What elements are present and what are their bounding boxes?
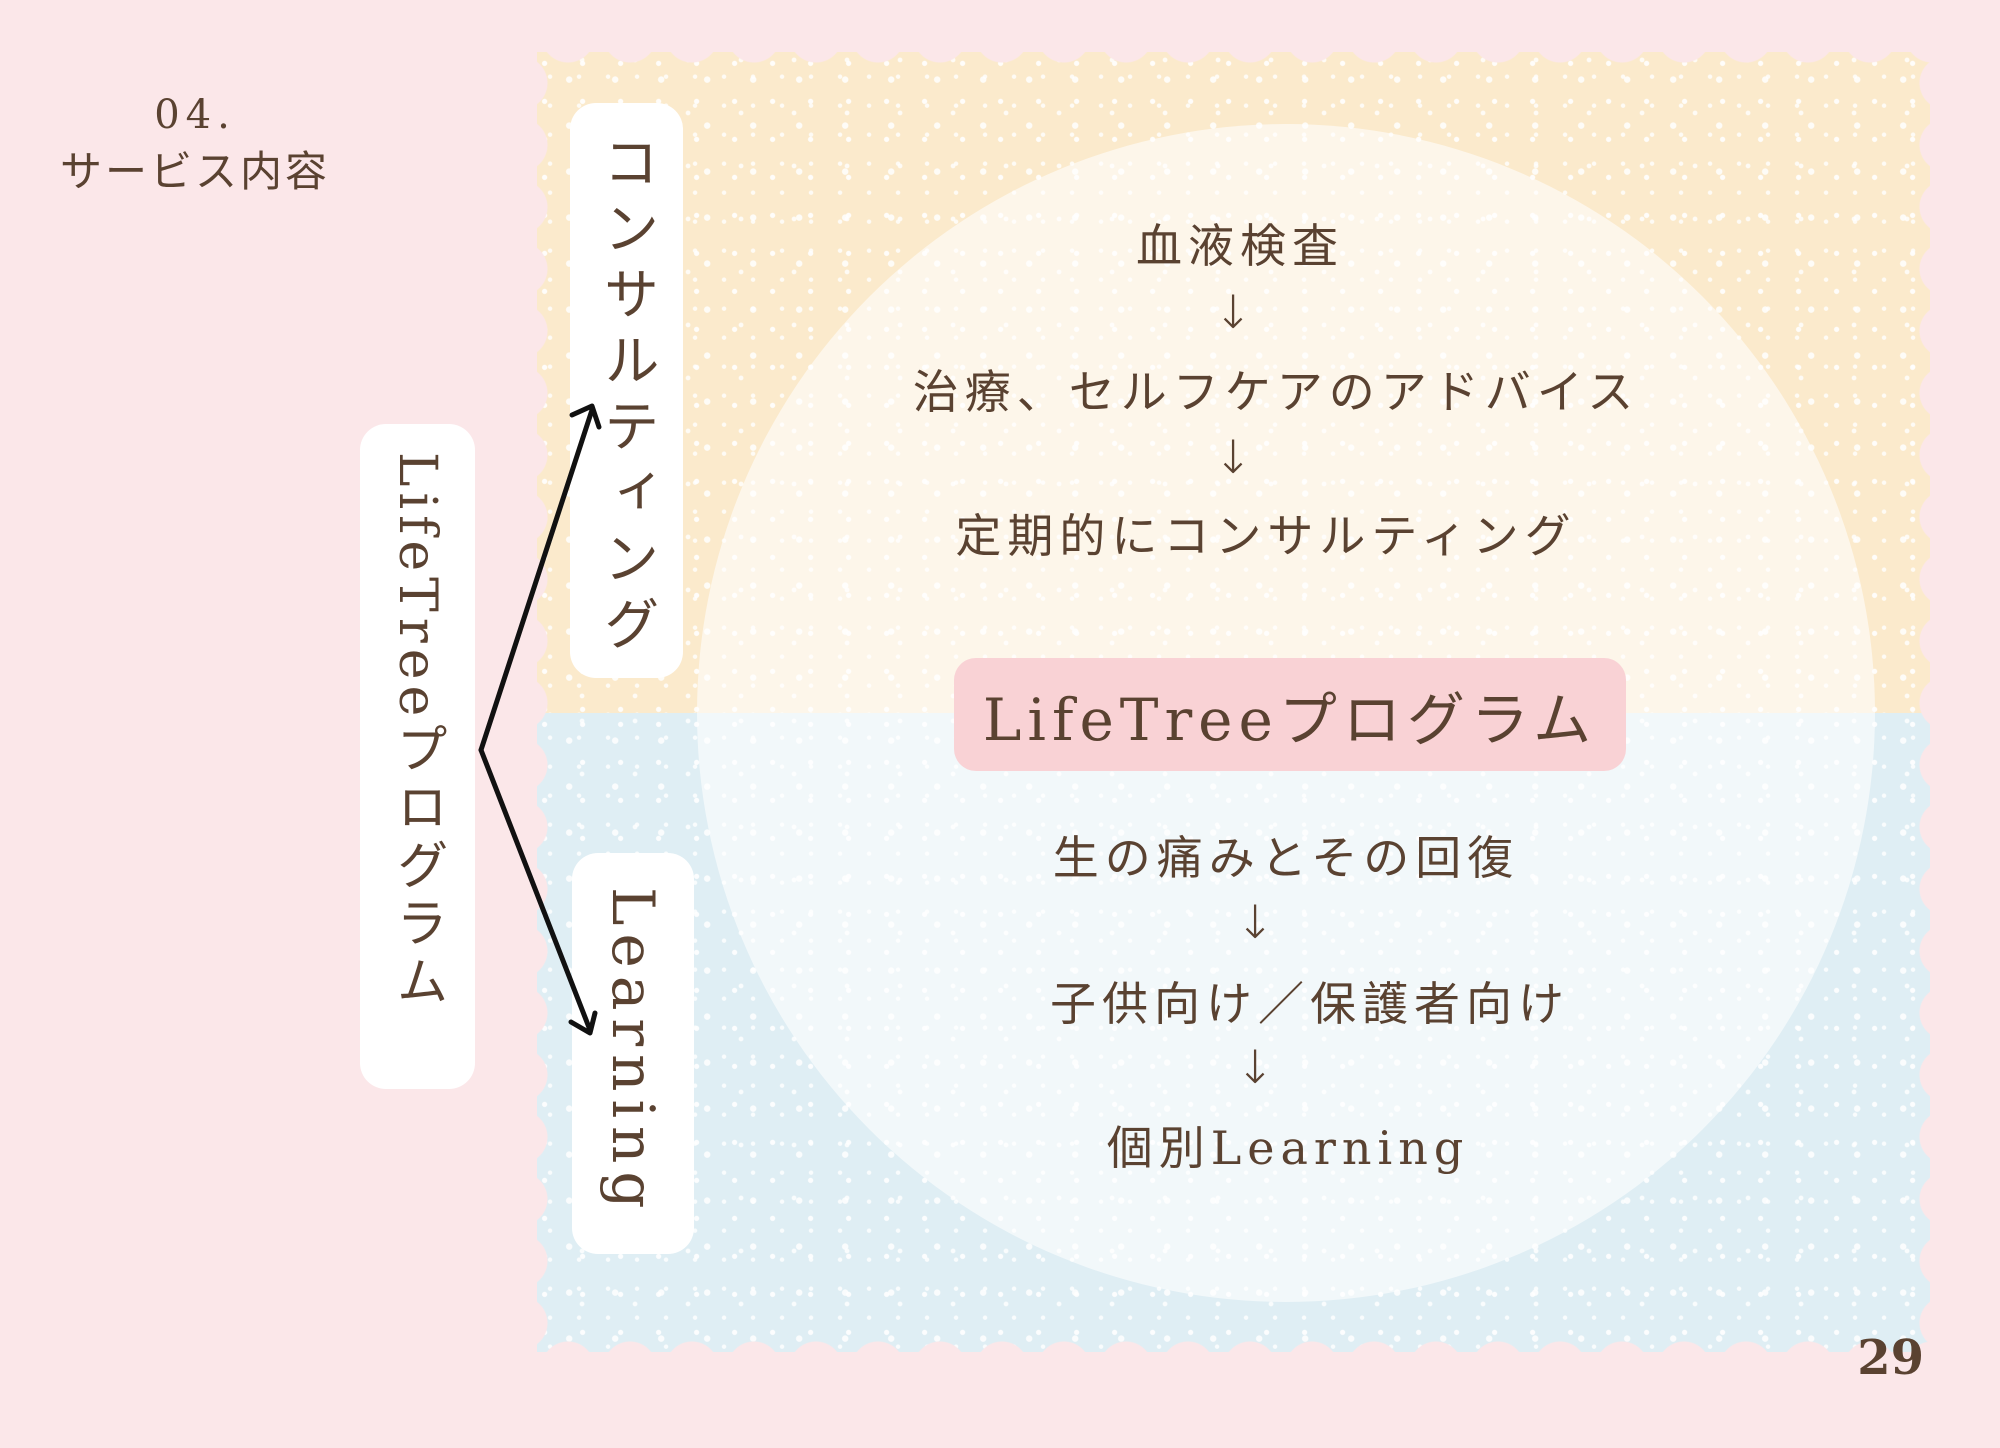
down-arrow-icon: ↓ [1213,285,1259,339]
learning-label: Learning [599,887,667,1217]
section-title: サービス内容 [59,147,330,196]
learning-label-box: Learning [572,853,694,1254]
program-pill-label: LifeTreeプログラム [982,685,1598,754]
flow-step: 子供向け／保護者向け [1050,977,1570,1031]
down-arrow-icon: ↓ [1235,895,1281,949]
scalloped-edge-bottom [537,1336,1930,1352]
flow-step: 個別Learning [1106,1121,1470,1175]
scalloped-edge-left [537,52,553,1352]
flow-step: 治療、セルフケアのアドバイス [912,365,1640,419]
consulting-label-box: コンサルティング [570,103,683,678]
root-label: LifeTreeプログラム [387,452,447,1013]
section-heading: 04. サービス内容 [30,90,360,199]
consulting-label: コンサルティング [594,133,659,661]
flow-step: 生の痛みとその回復 [1052,831,1520,885]
page-number: 29 [1857,1330,1924,1386]
down-arrow-icon: ↓ [1235,1040,1281,1094]
down-arrow-icon: ↓ [1213,430,1259,484]
section-number: 04. [154,92,236,138]
flow-step: 血液検査 [1136,219,1344,273]
scalloped-edge-top [537,52,1930,68]
root-label-box: LifeTreeプログラム [360,424,475,1089]
flow-step: 定期的にコンサルティング [955,509,1577,563]
scalloped-edge-right [1914,52,1930,1352]
program-pill: LifeTreeプログラム [954,658,1626,771]
